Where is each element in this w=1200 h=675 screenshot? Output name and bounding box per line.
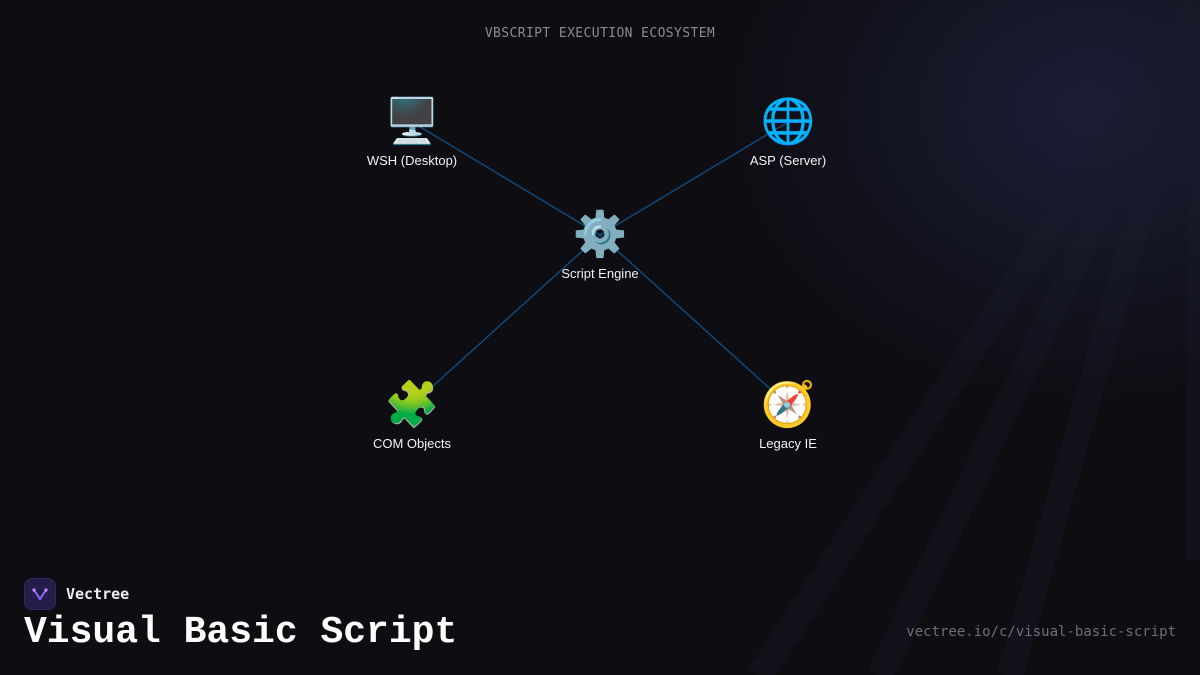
- node-label: COM Objects: [372, 436, 451, 451]
- edge-engine-asp: [599, 121, 789, 236]
- node-script-engine[interactable]: ⚙️ Script Engine: [520, 209, 680, 282]
- puzzle-piece-icon: 🧩: [384, 379, 440, 430]
- node-label: Script Engine: [561, 266, 639, 281]
- edge-engine-ie: [599, 234, 789, 406]
- node-label: WSH (Desktop): [366, 153, 458, 168]
- brand-name: Vectree: [66, 585, 130, 603]
- edge-engine-com: [411, 234, 601, 406]
- node-legacy-ie[interactable]: 🧭 Legacy IE: [708, 379, 868, 452]
- edge-engine-wsh: [411, 121, 601, 236]
- brand[interactable]: Vectree: [24, 577, 129, 611]
- node-com-objects[interactable]: 🧩 COM Objects: [332, 379, 492, 452]
- node-label: Legacy IE: [759, 436, 817, 451]
- gear-icon: ⚙️: [572, 209, 628, 260]
- node-label: ASP (Server): [749, 153, 827, 168]
- vectree-logo-icon: [24, 578, 56, 610]
- compass-icon: 🧭: [760, 379, 816, 430]
- desktop-computer-icon: 🖥️: [384, 96, 440, 147]
- globe-icon: 🌐: [760, 96, 816, 147]
- node-wsh-desktop[interactable]: 🖥️ WSH (Desktop): [332, 96, 492, 169]
- diagram-title: VBSCRIPT EXECUTION ECOSYSTEM: [484, 26, 716, 41]
- page-url[interactable]: vectree.io/c/visual-basic-script: [906, 624, 1176, 640]
- page-title: Visual Basic Script: [24, 611, 458, 654]
- node-asp-server[interactable]: 🌐 ASP (Server): [708, 96, 868, 169]
